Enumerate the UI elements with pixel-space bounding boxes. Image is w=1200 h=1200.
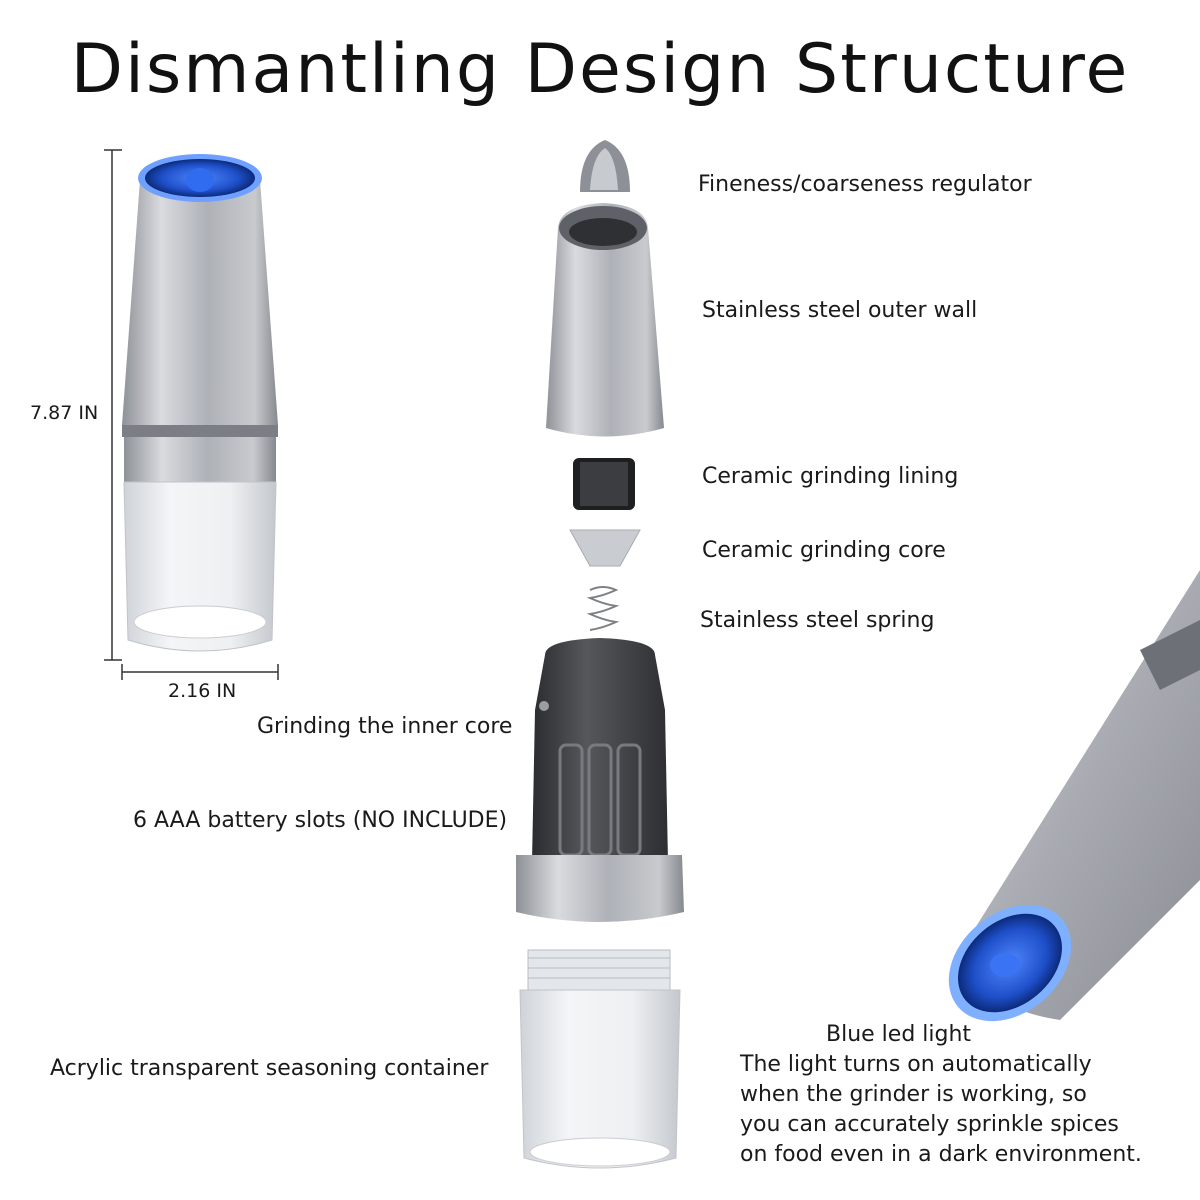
label-lining: Ceramic grinding lining	[702, 462, 958, 492]
label-container: Acrylic transparent seasoning container	[50, 1054, 488, 1084]
inner-core-part	[516, 638, 684, 922]
label-battery: 6 AAA battery slots (NO INCLUDE)	[133, 806, 507, 836]
container-part	[520, 950, 680, 1168]
label-core: Ceramic grinding core	[702, 536, 946, 566]
outer-wall-part	[546, 203, 664, 437]
assembled-grinder	[122, 154, 278, 651]
spring-part	[590, 587, 616, 630]
label-outer-wall: Stainless steel outer wall	[702, 296, 977, 326]
label-regulator: Fineness/coarseness regulator	[698, 170, 1032, 200]
width-dimension: 2.16 IN	[168, 680, 236, 702]
led-description-line: you can accurately sprinkle spices	[740, 1110, 1142, 1140]
led-closeup	[926, 570, 1200, 1045]
led-description-line: when the grinder is working, so	[740, 1080, 1142, 1110]
led-description: The light turns on automatically when th…	[740, 1050, 1142, 1170]
lining-part	[573, 458, 635, 510]
label-led-heading: Blue led light	[826, 1020, 971, 1050]
led-description-line: The light turns on automatically	[740, 1050, 1142, 1080]
label-spring: Stainless steel spring	[700, 606, 934, 636]
regulator-part	[580, 140, 630, 192]
label-inner-core: Grinding the inner core	[257, 712, 512, 742]
core-part	[570, 530, 640, 566]
led-description-line: on food even in a dark environment.	[740, 1140, 1142, 1170]
height-dimension: 7.87 IN	[30, 402, 98, 424]
